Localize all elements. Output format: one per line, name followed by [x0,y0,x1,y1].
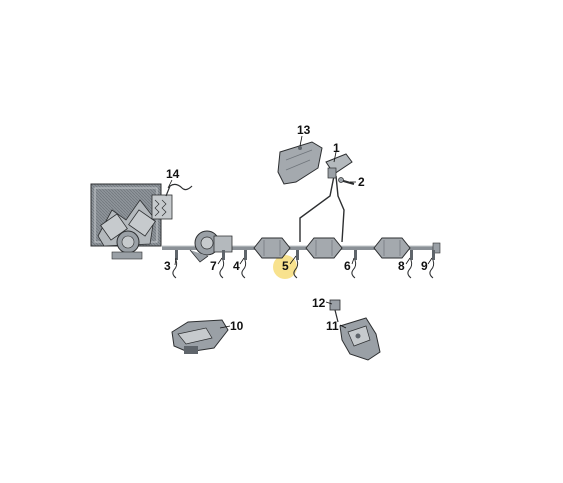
callout-3[interactable]: 3 [164,259,171,273]
selection-highlight [273,255,297,279]
callout-2[interactable]: 2 [358,175,365,189]
callout-9[interactable]: 9 [421,259,428,273]
bracket-10[interactable] [171,319,229,354]
callout-6[interactable]: 6 [344,259,351,273]
sensor-housing [151,194,173,220]
leader-lines [167,135,433,329]
catalytic-converter-1 [253,237,291,259]
callout-1[interactable]: 1 [333,141,340,155]
callout-14[interactable]: 14 [166,167,180,181]
callout-8[interactable]: 8 [398,259,405,273]
heat-shield-13[interactable] [277,141,323,185]
sensor-4[interactable] [241,250,247,279]
callout-5[interactable]: 5 [282,259,289,273]
bracket-11[interactable] [339,317,381,361]
bolt-2[interactable] [338,177,355,185]
sensor-8[interactable] [407,250,413,279]
sensor-12[interactable] [329,299,341,323]
particulate-filter [305,237,343,259]
callout-12[interactable]: 12 [312,296,326,310]
callout-10[interactable]: 10 [230,319,244,333]
engine-block [90,183,162,260]
sensor-14[interactable] [165,183,193,197]
catalytic-converter-2 [373,237,411,259]
turbocharger [189,230,233,263]
sensor-5[interactable] [293,250,299,279]
callout-4[interactable]: 4 [233,259,240,273]
sensor-3[interactable] [172,250,178,279]
sensor-7[interactable] [219,250,225,279]
sensor-6[interactable] [351,250,357,279]
sensor-9[interactable] [429,250,435,279]
callout-7[interactable]: 7 [210,259,217,273]
callout-11[interactable]: 11 [326,319,339,333]
callout-13[interactable]: 13 [297,123,311,137]
pressure-sensor-1[interactable] [325,153,353,179]
